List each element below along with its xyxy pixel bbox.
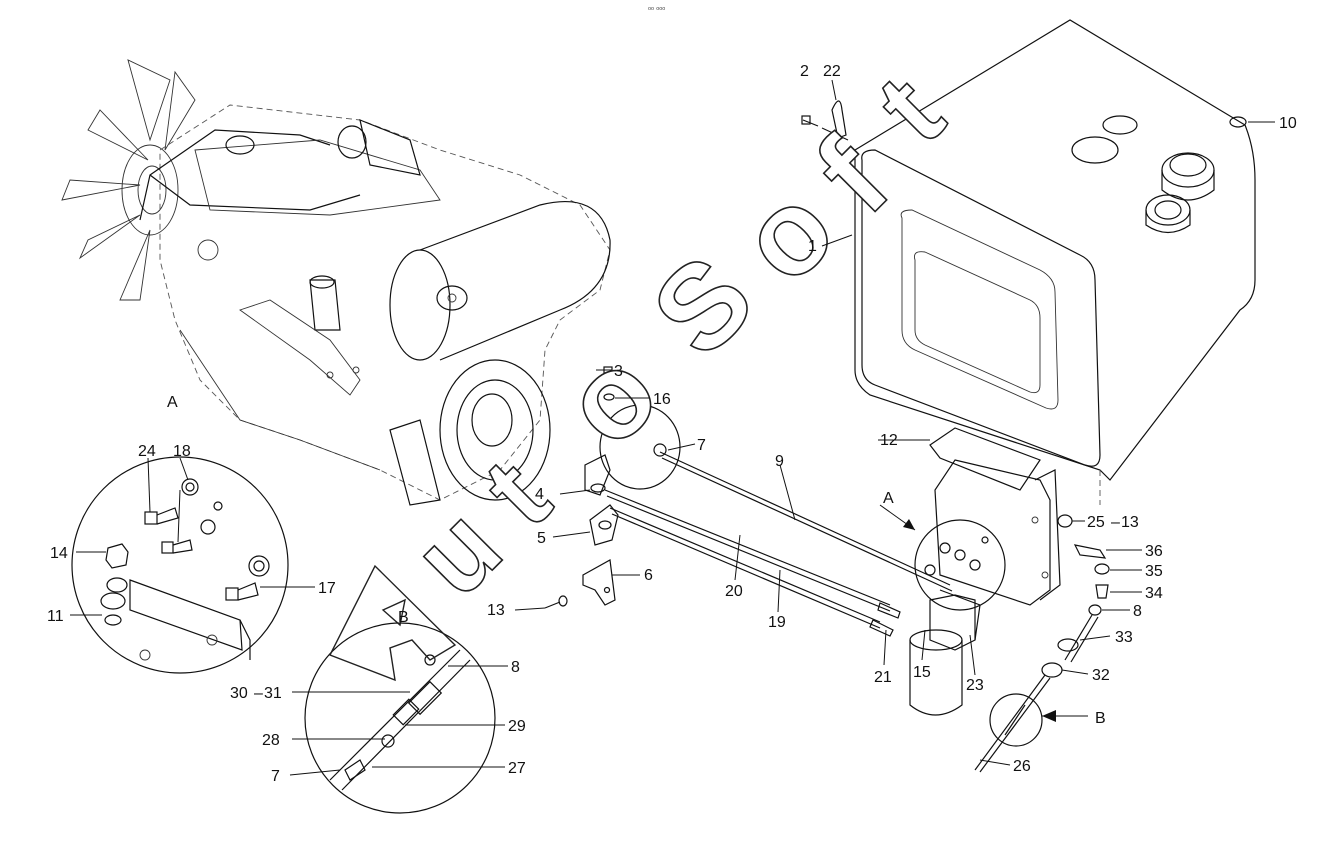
fan (61, 59, 196, 301)
fuel-pipes (604, 451, 953, 637)
leader-lines (70, 79, 1275, 776)
clip-22 (831, 100, 847, 139)
callout-10: 10 (1279, 115, 1297, 132)
view-b-label: B (398, 609, 409, 626)
header-mark: ᵒᵒ ᵒᵒᵒ (648, 5, 665, 14)
callout-8-left: 8 (511, 659, 520, 676)
detail-a (71, 456, 289, 674)
detail-b (304, 622, 496, 814)
callout-34: 34 (1145, 585, 1163, 602)
callout-20: 20 (725, 583, 743, 600)
callout-26: 26 (1013, 758, 1031, 775)
bracket-6 (582, 559, 616, 606)
callout-23: 23 (966, 677, 984, 694)
fuel-tank (854, 19, 1256, 505)
callout-31: 31 (264, 685, 282, 702)
callout-33: 33 (1115, 629, 1133, 646)
fuel-filter-15 (909, 594, 976, 716)
engine-assembly (61, 59, 611, 506)
callout-6: 6 (644, 567, 653, 584)
bolt-34 (1095, 584, 1109, 599)
callout-30-31-dash: – (254, 685, 263, 702)
clamp-4 (584, 454, 611, 496)
watermark: u t o S o f t (329, 52, 967, 682)
callout-13-right: 13 (1121, 514, 1139, 531)
callout-29: 29 (508, 718, 526, 735)
callout-30: 30 (230, 685, 248, 702)
callout-32: 32 (1092, 667, 1110, 684)
callout-18: 18 (173, 443, 191, 460)
callout-17: 17 (318, 580, 336, 597)
callout-15: 15 (913, 664, 931, 681)
callout-16: 16 (653, 391, 671, 408)
view-b-arrow-label: B (1095, 710, 1106, 727)
callout-labels: 1 2 22 10 3 16 7 9 12 A 4 5 6 20 19 13 2… (47, 63, 1297, 785)
bolt-13-left (544, 595, 568, 609)
callout-35: 35 (1145, 563, 1163, 580)
callout-1: 1 (808, 238, 817, 255)
callout-24: 24 (138, 443, 156, 460)
bracket-12 (929, 427, 1061, 606)
callout-4: 4 (535, 486, 544, 503)
callout-19: 19 (768, 614, 786, 631)
view-a-label: A (167, 394, 178, 411)
callout-3: 3 (614, 363, 623, 380)
callout-25: 25 (1087, 514, 1105, 531)
callout-36: 36 (1145, 543, 1163, 560)
view-a-marker: A (883, 490, 894, 507)
callout-13-dash: – (1111, 514, 1120, 531)
callout-5: 5 (537, 530, 546, 547)
hose-line-26 (974, 604, 1102, 773)
callout-21: 21 (874, 669, 892, 686)
clamp-5 (589, 504, 619, 546)
callout-2: 2 (800, 63, 809, 80)
bolt-2 (801, 115, 849, 141)
callout-27: 27 (508, 760, 526, 777)
filter-head-detail-a (914, 519, 1006, 611)
callout-7-left: 7 (271, 768, 280, 785)
callout-12: 12 (880, 432, 898, 449)
callout-14: 14 (50, 545, 68, 562)
callout-9: 9 (775, 453, 784, 470)
callout-8-right: 8 (1133, 603, 1142, 620)
callout-22: 22 (823, 63, 841, 80)
watermark-letter: t (854, 53, 967, 166)
callout-7: 7 (697, 437, 706, 454)
callout-13-left: 13 (487, 602, 505, 619)
strap-36 (1073, 544, 1107, 559)
washer-16 (603, 393, 615, 401)
callout-11: 11 (47, 608, 64, 625)
bracket-23 (939, 589, 981, 641)
washer-35 (1094, 563, 1110, 575)
callout-28: 28 (262, 732, 280, 749)
nut-25-13 (1057, 514, 1073, 528)
grommet-10 (1229, 116, 1247, 128)
